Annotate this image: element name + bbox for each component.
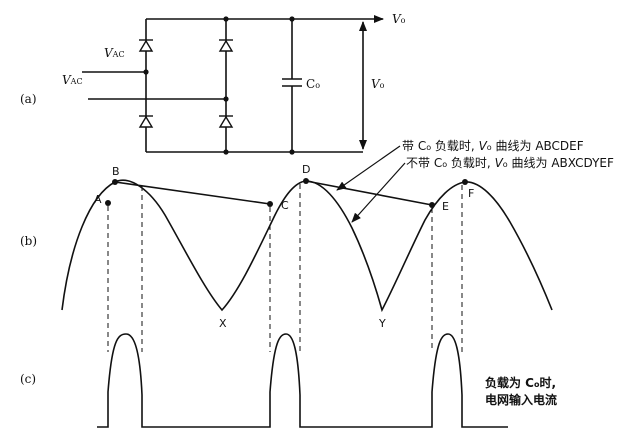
dot-e	[429, 202, 435, 208]
projection-lines	[107, 184, 463, 352]
vo-top-label: Vo	[392, 12, 406, 26]
panel-label-c: (c)	[20, 372, 37, 386]
panel-label-b: (b)	[20, 234, 38, 248]
waveform	[61, 179, 553, 313]
dot-a	[105, 200, 111, 206]
dot-d	[303, 178, 309, 184]
dot-c	[267, 201, 273, 207]
discharge-line-bc	[114, 181, 271, 205]
note-input-current-line2: 电网输入电流	[485, 393, 558, 407]
leader-with-cap	[336, 145, 401, 191]
vo-side-label: Vo	[371, 77, 385, 91]
vac-inner-label: VAC	[104, 46, 125, 60]
note-with-cap: 带 Co 负载时, Vo 曲线为 ABCDEF	[402, 139, 584, 153]
diode-right-top	[218, 39, 234, 52]
diode-left-top	[138, 39, 154, 52]
rectified-sine-curve	[61, 179, 553, 313]
vac-main-label: VAC	[62, 73, 83, 87]
leader-without-cap	[351, 162, 406, 223]
note-without-cap: 不带 Co 负载时, Vo 曲线为 ABXCDYEF	[406, 156, 614, 170]
note-input-current-line1: 负载为 Co时,	[485, 376, 557, 390]
point-label-c: C	[281, 199, 289, 212]
note-leaders	[336, 145, 406, 223]
cap-label: Co	[306, 77, 321, 91]
dot-b	[112, 179, 118, 185]
junction-dots	[143, 16, 295, 155]
point-label-b: B	[112, 165, 120, 178]
point-label-f: F	[468, 187, 475, 200]
panel-label-a: (a)	[20, 92, 37, 106]
current-pulse-waveform	[97, 333, 508, 428]
diodes	[138, 39, 234, 128]
diode-right-bottom	[218, 115, 234, 128]
point-label-y: Y	[379, 317, 386, 330]
circuit	[82, 15, 384, 153]
point-label-e: E	[442, 200, 449, 213]
discharge-line-de	[305, 180, 433, 206]
point-label-x: X	[219, 317, 227, 330]
dot-f	[462, 179, 468, 185]
waveform-points	[105, 178, 468, 208]
point-label-a: A	[94, 193, 102, 206]
point-label-d: D	[302, 163, 311, 176]
diode-left-bottom	[138, 115, 154, 128]
